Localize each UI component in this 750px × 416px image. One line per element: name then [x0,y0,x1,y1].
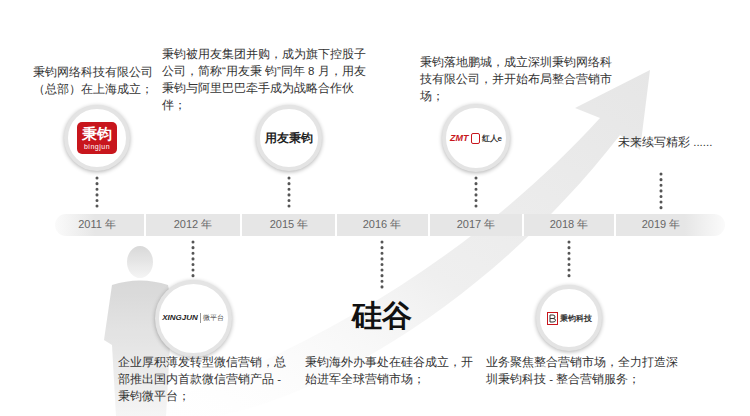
dotted-leaders [97,174,661,290]
event-description: 业务聚焦整合营销市场，全力打造深圳秉钧科技 - 整合营销服务； [486,354,682,388]
year-label: 2012 年 [163,216,223,233]
logo-text: 秉钧科技 [560,313,592,324]
logo-circle: ZMT 红人e [442,104,510,172]
event-description: 秉钧网络科技有限公司（总部）在上海成立； [25,64,160,98]
logo-mark: 秉钧bingjun [77,122,117,154]
event-description: 秉钧海外办事处在硅谷成立，开始进军全球营销市场； [305,354,473,388]
logo-text: 用友秉钧 [265,131,313,145]
logo-circle: 秉钧bingjun [64,105,130,171]
logo-text: 红人e [482,133,502,144]
event-description: 秉钧落地鹏城，成立深圳秉钧网络科技有限公司，并开始布局整合营销市场； [420,54,620,105]
year-dividers [145,214,615,236]
event-description: 未来续写精彩 ...... [618,134,730,151]
timeline-axis [55,214,725,236]
year-label: 2018 年 [539,216,599,233]
logo-circle: 秉钧科技 [536,285,602,351]
logo-text: ZMT [450,133,469,144]
logo-mark: ZMT 红人e [450,133,502,144]
logo-mark: 用友秉钧 [265,131,313,145]
year-label: 2019 年 [631,216,691,233]
year-label: 2015 年 [259,216,319,233]
logo-text: XINGJUN [162,313,198,323]
event-description: 企业厚积薄发转型微信营销，总部推出国内首款微信营销产品 - 秉钧微平台； [118,354,288,405]
place-title: 硅谷 [332,298,432,334]
event-description: 秉钧被用友集团并购，成为旗下控股子公司，简称“用友秉 钧”同年 8 月，用友秉钧… [162,46,377,114]
logo-circle: 用友秉钧 [256,105,322,171]
logo-mark: 秉钧科技 [547,312,592,325]
logo-circle: XINGJUN微平台 [155,280,232,357]
logo-mark: XINGJUN微平台 [162,313,224,323]
logo-text: 秉钧 [82,125,112,142]
year-label: 2011 年 [67,216,127,233]
year-label: 2017 年 [446,216,506,233]
logo-icon [547,312,558,325]
logo-text: 微平台 [200,313,224,323]
logo-separator [471,133,480,144]
year-label: 2016 年 [352,216,412,233]
logo-text: bingjun [84,142,110,151]
